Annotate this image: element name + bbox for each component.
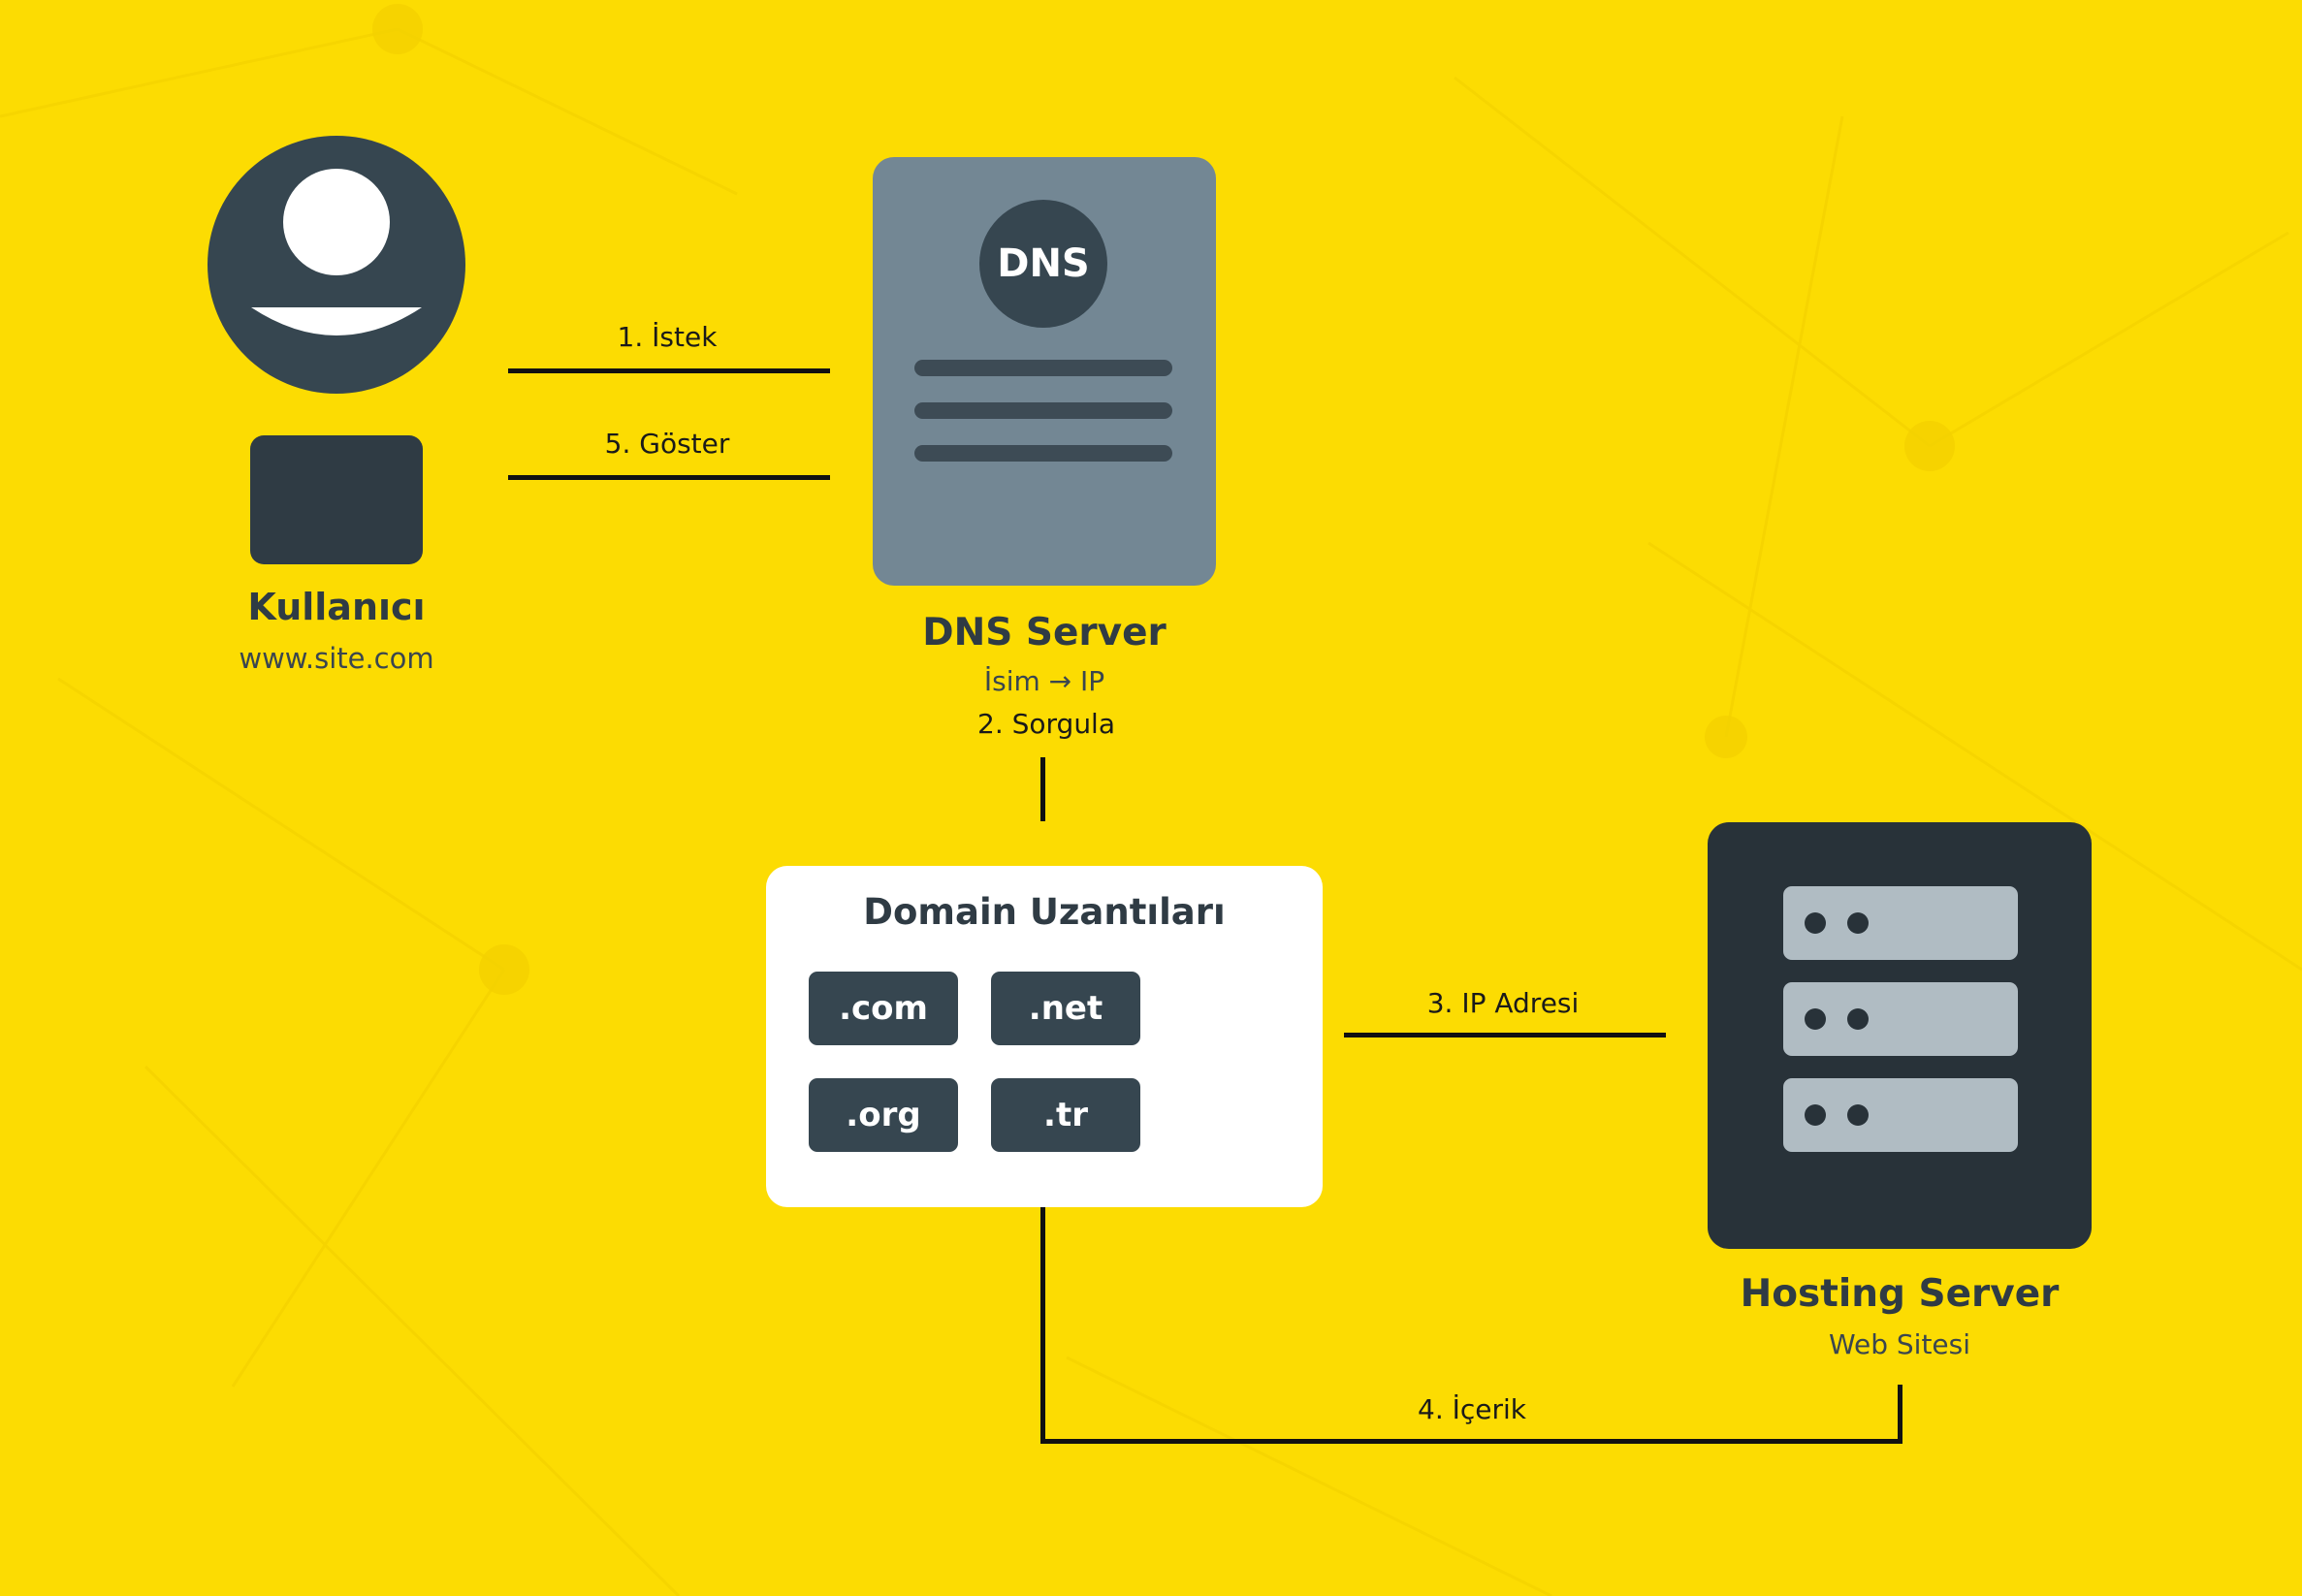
- server-led-icon: [1805, 1104, 1826, 1126]
- user-device-icon: [250, 435, 423, 564]
- tld-com-badge: .com: [809, 972, 958, 1045]
- dns-badge: DNS: [979, 200, 1107, 328]
- dns-record-line: [914, 360, 1172, 376]
- user-head-circle: [283, 169, 390, 275]
- dns-record-line: [914, 445, 1172, 462]
- user-smile-shape: [251, 307, 422, 335]
- dns-server-subtitle: İsim → IP: [983, 665, 1105, 697]
- user-title: Kullanıcı: [247, 586, 426, 628]
- domain-extensions-title: Domain Uzantıları: [863, 891, 1226, 933]
- step-query-line: [1040, 757, 1045, 821]
- step-content-line-bottom: [1040, 1439, 1902, 1444]
- step-request-label: 1. İstek: [617, 321, 718, 353]
- server-rack-unit: [1783, 1078, 2018, 1152]
- dns-server-card: DNS: [873, 157, 1216, 586]
- step-ip-address-line: [1344, 1033, 1666, 1037]
- server-led-icon: [1847, 1104, 1869, 1126]
- hosting-server-subtitle: Web Sitesi: [1828, 1328, 1971, 1360]
- step-query-label: 2. Sorgula: [977, 708, 1115, 740]
- dns-record-line: [914, 402, 1172, 419]
- step-ip-address-label: 3. IP Adresi: [1426, 987, 1580, 1019]
- step-display-line: [508, 475, 830, 480]
- step-content-line-right: [1898, 1385, 1902, 1444]
- step-display-label: 5. Göster: [604, 428, 730, 460]
- hosting-server-icon: [1708, 822, 2092, 1249]
- dns-server-title: DNS Server: [922, 611, 1167, 654]
- user-avatar: [208, 136, 465, 394]
- tld-org-badge: .org: [809, 1078, 958, 1152]
- tld-tr-badge: .tr: [991, 1078, 1140, 1152]
- server-led-icon: [1847, 912, 1869, 934]
- server-led-icon: [1847, 1008, 1869, 1030]
- tld-net-badge: .net: [991, 972, 1140, 1045]
- server-led-icon: [1805, 912, 1826, 934]
- step-request-line: [508, 368, 830, 373]
- server-led-icon: [1805, 1008, 1826, 1030]
- server-rack-unit: [1783, 886, 2018, 960]
- step-content-label: 4. İçerik: [1418, 1393, 1526, 1425]
- step-content-line-left: [1040, 1207, 1045, 1444]
- domain-extensions-box: Domain Uzantıları .com .net .org .tr: [766, 866, 1323, 1207]
- server-rack-unit: [1783, 982, 2018, 1056]
- hosting-server-title: Hosting Server: [1740, 1272, 2060, 1316]
- user-subtitle: www.site.com: [239, 642, 434, 675]
